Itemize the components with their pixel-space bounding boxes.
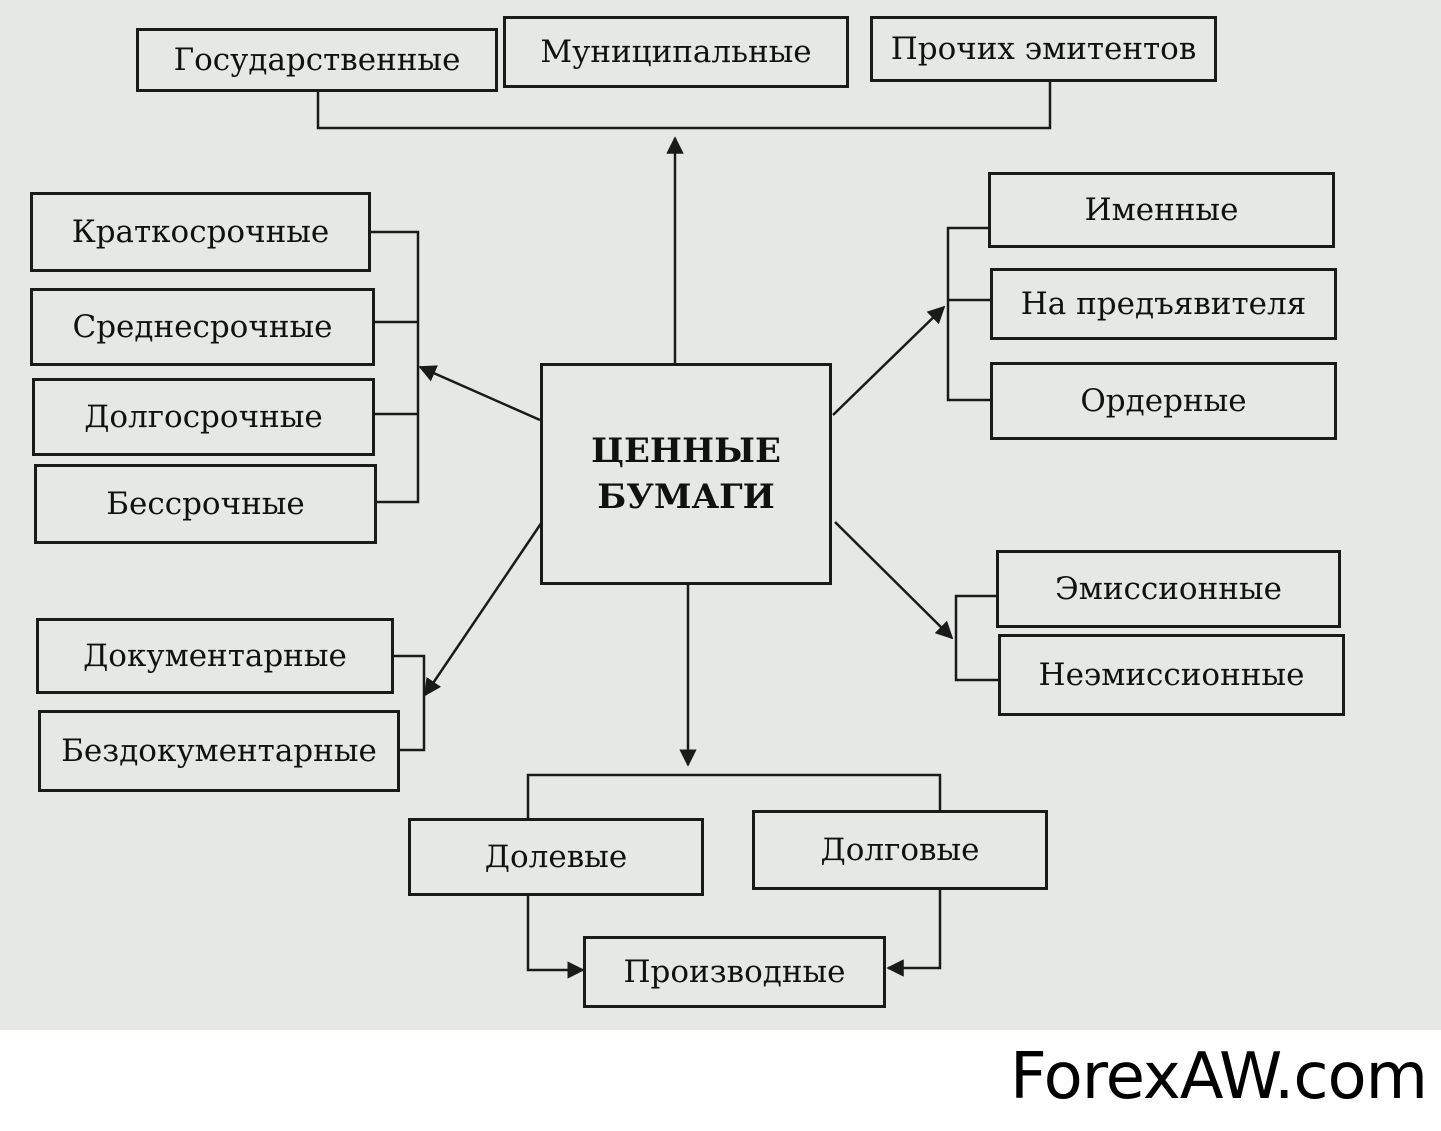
label-non-emission: Неэмиссионные [1038, 657, 1305, 693]
emission-bracket [954, 594, 998, 682]
label-equity: Долевые [484, 839, 628, 875]
box-emission: Эмиссионные [996, 550, 1341, 628]
label-other-issuers: Прочих эмитентов [890, 31, 1197, 67]
box-other-issuers: Прочих эмитентов [870, 16, 1217, 82]
connector-lines [316, 82, 1052, 979]
box-state: Государственные [136, 28, 498, 92]
box-long-term: Долгосрочные [32, 378, 375, 456]
debt-to-derivative [886, 890, 942, 977]
box-derivative: Производные [583, 936, 886, 1008]
box-municipal: Муниципальные [503, 16, 849, 88]
label-emission: Эмиссионные [1055, 571, 1282, 607]
holder-bracket [946, 226, 990, 402]
box-bearer: На предъявителя [990, 268, 1337, 340]
box-order: Ордерные [990, 362, 1337, 440]
box-medium-term: Среднесрочные [30, 288, 375, 366]
box-documentary: Документарные [36, 618, 394, 694]
watermark: ForexAW.com [1010, 1040, 1428, 1114]
label-municipal: Муниципальные [540, 34, 812, 70]
arrow-to-form [423, 521, 544, 697]
arrow-to-holder [832, 305, 946, 416]
label-documentary: Документарные [83, 638, 347, 674]
box-non-emission: Неэмиссионные [998, 634, 1345, 716]
arrow-to-term [418, 365, 541, 422]
form-bracket [394, 654, 426, 752]
label-bearer: На предъявителя [1020, 286, 1307, 322]
arrow-to-emission [834, 521, 954, 640]
box-non-documentary: Бездокументарные [38, 710, 400, 792]
box-debt: Долговые [752, 810, 1048, 890]
issuer-bracket [316, 82, 1052, 130]
box-securities: ЦЕННЫЕ БУМАГИ [540, 363, 832, 585]
label-derivative: Производные [623, 954, 846, 990]
box-short-term: Краткосрочные [30, 192, 371, 272]
label-securities-line2: БУМАГИ [597, 477, 775, 517]
equity-to-derivative [526, 895, 585, 979]
type-bracket [526, 773, 942, 830]
footer: ForexAW.com [0, 1030, 1441, 1131]
label-order: Ордерные [1080, 383, 1247, 419]
label-medium-term: Среднесрочные [72, 309, 333, 345]
label-long-term: Долгосрочные [84, 399, 323, 435]
box-perpetual: Бессрочные [34, 464, 377, 544]
label-short-term: Краткосрочные [71, 214, 330, 250]
box-equity: Долевые [408, 818, 704, 896]
label-registered: Именные [1084, 192, 1239, 228]
label-debt: Долговые [820, 832, 980, 868]
label-securities-line1: ЦЕННЫЕ [591, 431, 781, 471]
label-perpetual: Бессрочные [106, 486, 305, 522]
box-registered: Именные [988, 172, 1335, 248]
label-non-documentary: Бездокументарные [61, 733, 377, 769]
term-bracket [370, 230, 420, 504]
label-state: Государственные [173, 42, 461, 78]
